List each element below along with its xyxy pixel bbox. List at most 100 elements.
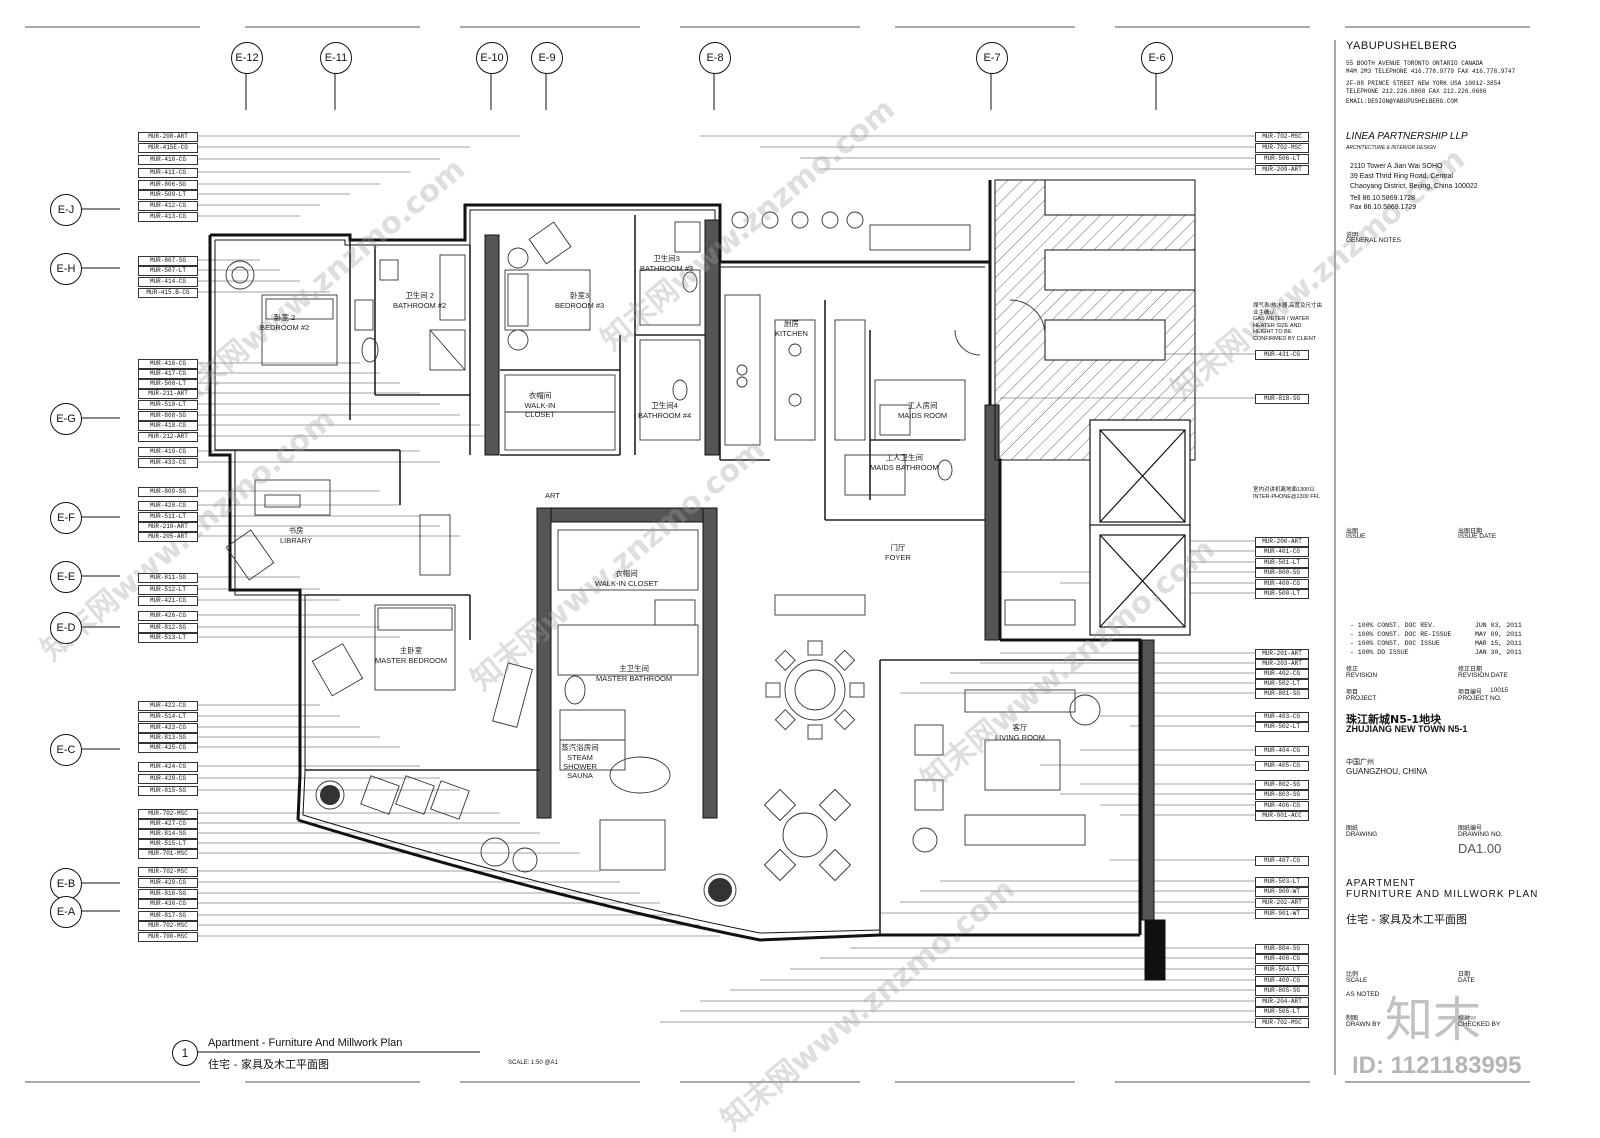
material-tag: MUR-001-ACC	[1255, 811, 1309, 821]
material-tag: MUR-433-CG	[138, 458, 198, 468]
grid-bubble-left: E-E	[50, 561, 82, 593]
dining-chair	[807, 640, 823, 656]
revision-line: - 100% CONST. DOC ISSUE	[1350, 640, 1440, 647]
firm-address: M4M 2M3 TELEPHONE 416.778.9779 FAX 416.7…	[1346, 68, 1516, 75]
plan-scale: SCALE: 1:50 @A1	[508, 1060, 558, 1066]
material-tag: MUR-421-CG	[138, 596, 198, 606]
location-en: GUANGZHOU, CHINA	[1346, 767, 1428, 776]
firm-address: TELEPHONE 212.226.0808 FAX 212.226.0666	[1346, 88, 1487, 95]
material-tag: MUR-429-CG	[138, 878, 198, 888]
grid-bubble-top: E-10	[476, 42, 508, 74]
material-tag: MUR-700-MSC	[138, 932, 198, 942]
material-tag: MUR-505-LT	[1255, 1007, 1309, 1017]
sheet-title-zh: 住宅 - 家具及木工平面图	[1346, 913, 1467, 926]
revision-date: JAN 30, 2011	[1475, 649, 1522, 656]
material-tag: MUR-800-SG	[1255, 568, 1309, 578]
partner-sub: ARCHITECTURE & INTERIOR DESIGN	[1346, 145, 1436, 151]
left-leader-lines	[196, 135, 720, 937]
material-tag: MUR-400-CG	[1255, 579, 1309, 589]
lounge-chair	[818, 848, 852, 882]
sheet-border-ticks	[25, 26, 1530, 1083]
material-tag: MUR-402-CG	[1255, 669, 1309, 679]
scale-en: SCALE	[1346, 977, 1368, 984]
partner-address: Chaoyang District, Beijing, China 100022	[1350, 183, 1478, 190]
material-tag: MUR-701-MSC	[138, 849, 198, 859]
drawing-no-en: DRAWING NO.	[1458, 831, 1503, 838]
issue-date-zh: 出图日期	[1458, 529, 1483, 535]
issue-zh: 出图	[1346, 529, 1359, 535]
interior-partitions	[215, 215, 1140, 935]
drawing-zh: 图纸	[1346, 826, 1359, 832]
project-no-zh: 项目编号	[1458, 690, 1483, 696]
material-tag: MUR-422-CG	[138, 701, 198, 711]
material-tag: MUR-504-LT	[1255, 965, 1309, 975]
material-tag: MUR-408-CG	[1255, 954, 1309, 964]
material-tag: MUR-431-CG	[1255, 350, 1309, 360]
grid-bubble-left: E-D	[50, 612, 82, 644]
grid-bubble-left: E-H	[50, 253, 82, 285]
material-tag: MUR-503-LT	[1255, 877, 1309, 887]
revision-date-en: REVISION DATE	[1458, 672, 1508, 679]
grid-bubble-top: E-12	[231, 42, 263, 74]
grid-bubble-left: E-C	[50, 734, 82, 766]
material-tag: MUR-407-CG	[1255, 856, 1309, 866]
material-tag: MUR-200-ART	[1255, 537, 1309, 547]
material-tag: MUR-201-ART	[1255, 649, 1309, 659]
date-zh: 日期	[1458, 972, 1471, 978]
lounge-chair	[818, 788, 852, 822]
material-tag: MUR-702-MSC	[1255, 143, 1309, 153]
material-tag: MUR-512-LT	[138, 585, 198, 595]
issue-date-en: ISSUE DATE	[1458, 533, 1497, 540]
grid-bubble-left: E-J	[50, 194, 82, 226]
material-tag: MUR-406-CG	[1255, 801, 1309, 811]
material-tag: MUR-205-ART	[138, 532, 198, 542]
material-tag: MUR-802-SG	[1255, 780, 1309, 790]
material-tag: MUR-901-WT	[1255, 909, 1309, 919]
material-tag: MUR-814-SG	[138, 829, 198, 839]
material-tag: MUR-514-LT	[138, 712, 198, 722]
grid-bubble-top: E-7	[976, 42, 1008, 74]
checked-en: CHECKED BY	[1458, 1021, 1501, 1028]
partner-tel: Tell 86.10.5869.1728	[1350, 195, 1415, 202]
revision-en: REVISION	[1346, 672, 1378, 679]
plan-number-bubble: 1	[172, 1040, 198, 1066]
lounge-chair	[763, 788, 797, 822]
material-tag: MUR-428-CG	[138, 774, 198, 784]
material-tag: MUR-427-CG	[138, 819, 198, 829]
firm-name: YABUPUSHELBERG	[1346, 40, 1458, 52]
material-tag: MUR-417-CG	[138, 369, 198, 379]
material-tag: MUR-507-LT	[138, 266, 198, 276]
art-label: ART	[545, 491, 560, 500]
revision-line: - 100% CONST. DOC RE-ISSUE	[1350, 631, 1452, 638]
material-tag: MUR-508-LT	[138, 379, 198, 389]
material-tag: MUR-816-SG	[138, 889, 198, 899]
material-tag: MUR-409-CG	[1255, 976, 1309, 986]
dining-chair	[774, 649, 796, 671]
revision-line: - 100% CONST. DOC REV.	[1350, 622, 1436, 629]
project-no-value: 10015	[1490, 687, 1509, 694]
material-tag: MUR-414-CG	[138, 277, 198, 287]
material-tag: MUR-509-LT	[138, 190, 198, 200]
material-tag: MUR-702-MSC	[1255, 1018, 1309, 1028]
material-tag: MUR-813-SG	[138, 733, 198, 743]
material-tag: MUR-203-ART	[1255, 659, 1309, 669]
material-tag: MUR-420-CG	[138, 501, 198, 511]
material-tag: MUR-702-MSC	[138, 867, 198, 877]
material-tag: MUR-430-CG	[138, 899, 198, 909]
material-tag: MUR-209-ART	[1255, 165, 1309, 175]
material-tag: MUR-425-CG	[138, 743, 198, 753]
dark-fixtures	[320, 785, 732, 902]
material-tag: MUR-423-CG	[138, 723, 198, 733]
material-tag: MUR-809-SG	[138, 487, 198, 497]
material-tag: MUR-815-SG	[138, 786, 198, 796]
grid-axis-lines	[80, 70, 1157, 912]
material-tag: MUR-404-CG	[1255, 746, 1309, 756]
